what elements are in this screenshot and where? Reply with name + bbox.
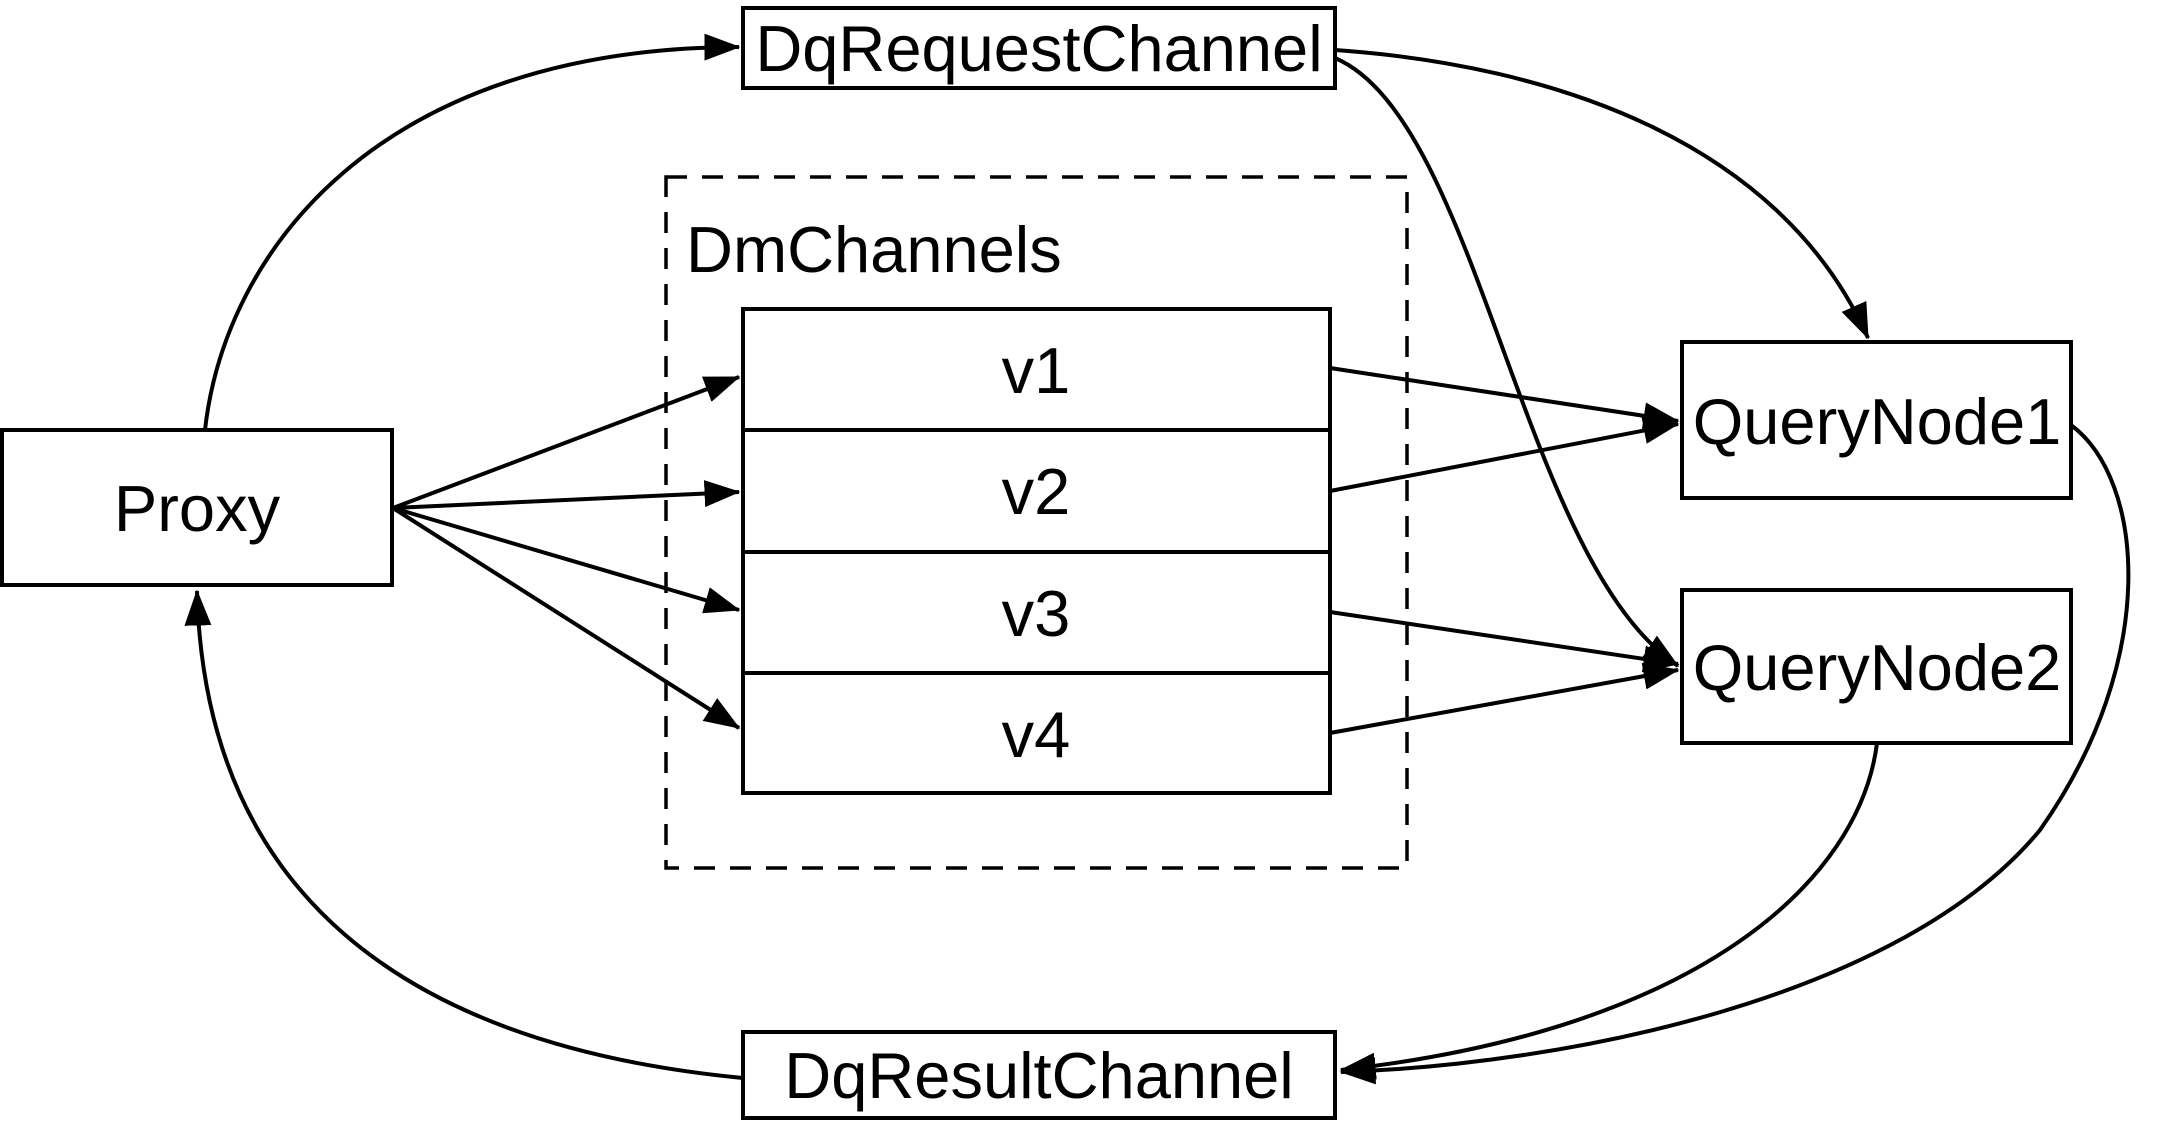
edge-dqrequestchannel-to-querynode2 — [1334, 56, 1680, 668]
proxy-node-label: Proxy — [114, 472, 281, 545]
edge-proxy-to-v1 — [392, 375, 741, 510]
dq-request-channel-node-box — [741, 6, 1337, 90]
channel-v1-label: v1 — [1002, 334, 1071, 407]
edge-v4-to-querynode2 — [1329, 662, 1680, 735]
edge-dqrequestchannel-to-querynode1 — [1334, 48, 1870, 340]
channel-v2-label: v2 — [1002, 455, 1071, 528]
edge-proxy-to-dqrequestchannel — [203, 33, 741, 431]
edge-proxy-to-v3 — [392, 506, 741, 614]
edge-dqresultchannel-to-proxy — [184, 589, 744, 1080]
query-node2-label: QueryNode2 — [1693, 631, 2062, 704]
edge-proxy-to-v4 — [391, 506, 741, 730]
dq-request-channel-node-label: DqRequestChannel — [755, 12, 1322, 85]
edge-querynode2-to-dqresultchannel — [1339, 742, 1879, 1080]
dm-channels-cluster-label: DmChannels — [686, 213, 1062, 286]
query-node1-label: QueryNode1 — [1693, 385, 2062, 458]
edge-querynode1-to-dqresultchannel — [1339, 423, 2131, 1085]
proxy-node-box — [0, 428, 394, 587]
edge-v1-to-querynode1 — [1329, 366, 1680, 430]
channel-v3-label: v3 — [1002, 577, 1071, 650]
dm-channels-cluster-box — [664, 175, 1409, 870]
edge-v3-to-querynode2 — [1329, 610, 1680, 673]
query-node2-box — [1680, 588, 2073, 745]
edge-v2-to-querynode1 — [1329, 417, 1680, 493]
dq-result-channel-node-box — [741, 1030, 1337, 1120]
query-node1-box — [1680, 340, 2073, 500]
channel-v4-label: v4 — [1002, 698, 1071, 771]
dq-result-channel-node-label: DqResultChannel — [784, 1039, 1293, 1112]
edge-proxy-to-v2 — [392, 480, 741, 510]
